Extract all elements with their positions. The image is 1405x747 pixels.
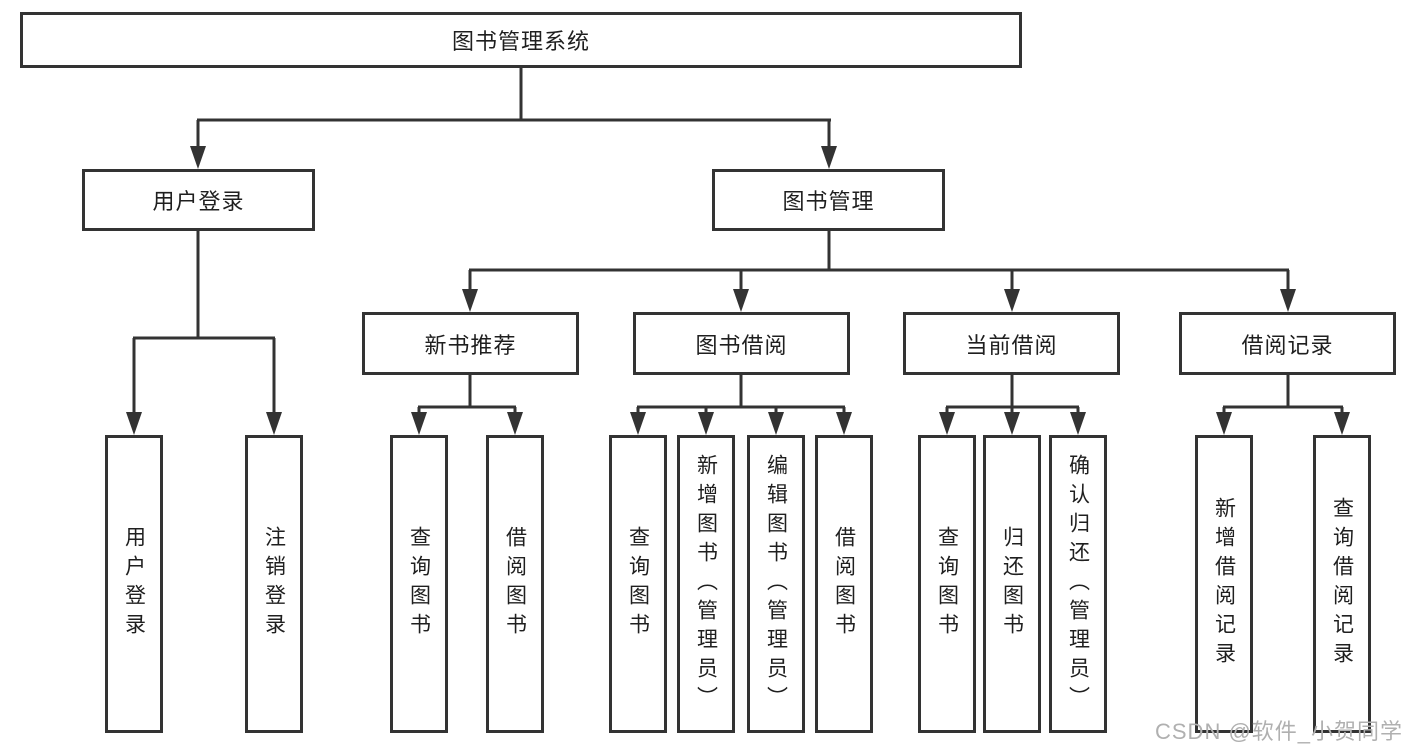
leaf-confirm-return-admin: 确认归还（管理员） (1049, 435, 1107, 733)
node-book-borrowing: 图书借阅 (633, 312, 850, 375)
arrowhead-icon (768, 412, 784, 435)
node-label: 图书借阅 (695, 332, 788, 358)
leaf-label: 注销登录 (262, 526, 286, 642)
leaf-label: 新增图书（管理员） (694, 453, 718, 715)
node-borrowing-records: 借阅记录 (1179, 312, 1396, 375)
leaf-label: 查询借阅记录 (1330, 497, 1354, 671)
arrowhead-icon (462, 289, 478, 312)
leaf-add-borrow-record: 新增借阅记录 (1195, 435, 1253, 733)
arrowhead-icon (1216, 412, 1232, 435)
leaf-query-borrow-record: 查询借阅记录 (1313, 435, 1371, 733)
leaf-label: 查询图书 (407, 526, 431, 642)
node-label: 当前借阅 (965, 332, 1058, 358)
arrowhead-icon (821, 146, 837, 169)
arrowhead-icon (733, 289, 749, 312)
leaf-label: 归还图书 (1000, 526, 1024, 642)
connector-currentborrow-to-leaves (945, 375, 1080, 416)
connector-userlogin-to-leaves (132, 231, 276, 416)
leaf-label: 借阅图书 (503, 526, 527, 642)
leaf-query-books: 查询图书 (918, 435, 976, 733)
node-library-management-system: 图书管理系统 (20, 12, 1022, 68)
arrowhead-icon (1280, 289, 1296, 312)
arrowhead-icon (411, 412, 427, 435)
leaf-borrow-books: 借阅图书 (486, 435, 544, 733)
arrowhead-icon (939, 412, 955, 435)
leaf-query-books: 查询图书 (609, 435, 667, 733)
arrowhead-icon (126, 412, 142, 435)
leaf-edit-books-admin: 编辑图书（管理员） (747, 435, 805, 733)
leaf-label: 用户登录 (122, 526, 146, 642)
connector-bookmgmt-to-level3 (468, 231, 1290, 294)
node-label: 新书推荐 (424, 332, 517, 358)
leaf-query-books: 查询图书 (390, 435, 448, 733)
arrowhead-icon (698, 412, 714, 435)
leaf-add-books-admin: 新增图书（管理员） (677, 435, 735, 733)
node-label: 图书管理 (782, 189, 875, 214)
arrowhead-icon (1070, 412, 1086, 435)
leaf-label: 编辑图书（管理员） (764, 453, 788, 715)
node-new-book-recommendation: 新书推荐 (362, 312, 579, 375)
arrowhead-icon (190, 146, 206, 169)
node-label: 图书管理系统 (451, 29, 590, 54)
node-user-login: 用户登录 (82, 169, 315, 231)
leaf-borrow-books: 借阅图书 (815, 435, 873, 733)
node-current-borrowing: 当前借阅 (903, 312, 1120, 375)
arrowhead-icon (1004, 412, 1020, 435)
connector-bookborrow-to-leaves (636, 375, 846, 416)
arrowhead-icon (630, 412, 646, 435)
leaf-label: 查询图书 (626, 526, 650, 642)
leaf-user-login: 用户登录 (105, 435, 163, 733)
leaf-label: 确认归还（管理员） (1066, 453, 1090, 715)
leaf-label: 借阅图书 (832, 526, 856, 642)
arrowhead-icon (1004, 289, 1020, 312)
arrowhead-icon (836, 412, 852, 435)
connector-root-to-level2 (196, 68, 831, 150)
arrowhead-icon (266, 412, 282, 435)
node-label: 用户登录 (152, 189, 245, 214)
csdn-watermark: CSDN @软件_小贺同学 (1155, 719, 1404, 744)
leaf-return-books: 归还图书 (983, 435, 1041, 733)
arrowhead-icon (507, 412, 523, 435)
arrowhead-icon (1334, 412, 1350, 435)
node-book-management: 图书管理 (712, 169, 945, 231)
leaf-label: 新增借阅记录 (1212, 497, 1236, 671)
leaf-logout: 注销登录 (245, 435, 303, 733)
connector-newbookrec-to-leaves (417, 375, 517, 416)
node-label: 借阅记录 (1241, 332, 1334, 358)
leaf-label: 查询图书 (935, 526, 959, 642)
connector-borrowrecords-to-leaves (1222, 375, 1344, 416)
